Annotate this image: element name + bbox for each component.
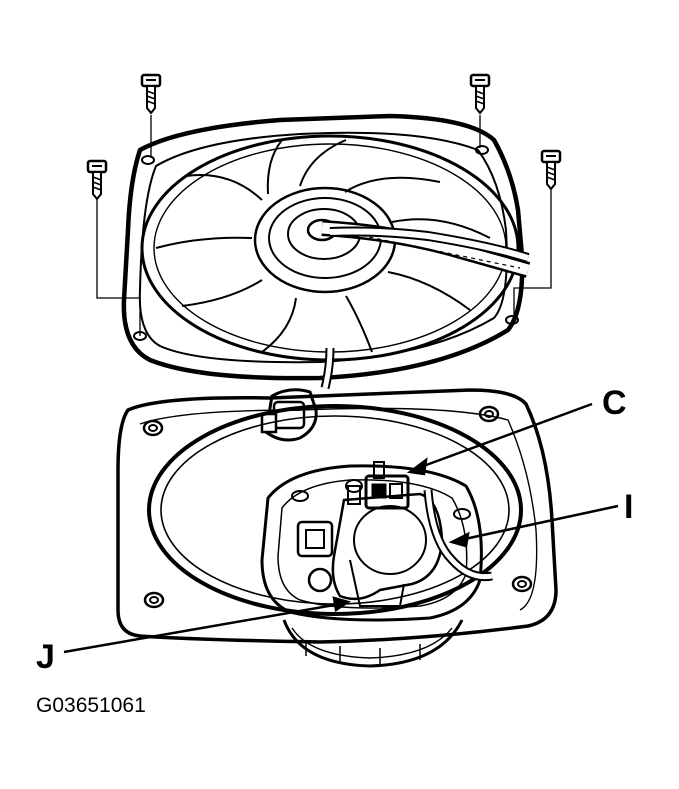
screw-right <box>540 149 562 191</box>
wire-harness <box>320 220 531 390</box>
screw-guide-lines <box>96 115 552 336</box>
figure-code: G03651061 <box>36 694 146 717</box>
callout-leaders <box>63 402 619 654</box>
wiring-connector <box>260 388 318 442</box>
callout-label-i: I <box>624 488 633 526</box>
blower-fan-cover <box>121 113 525 381</box>
screw-top-left <box>140 73 162 115</box>
screw-top-right <box>469 73 491 115</box>
blower-motor-housing <box>116 388 558 668</box>
screw-left <box>86 159 108 201</box>
callout-label-c: C <box>602 384 627 422</box>
callout-label-j: J <box>36 638 55 676</box>
